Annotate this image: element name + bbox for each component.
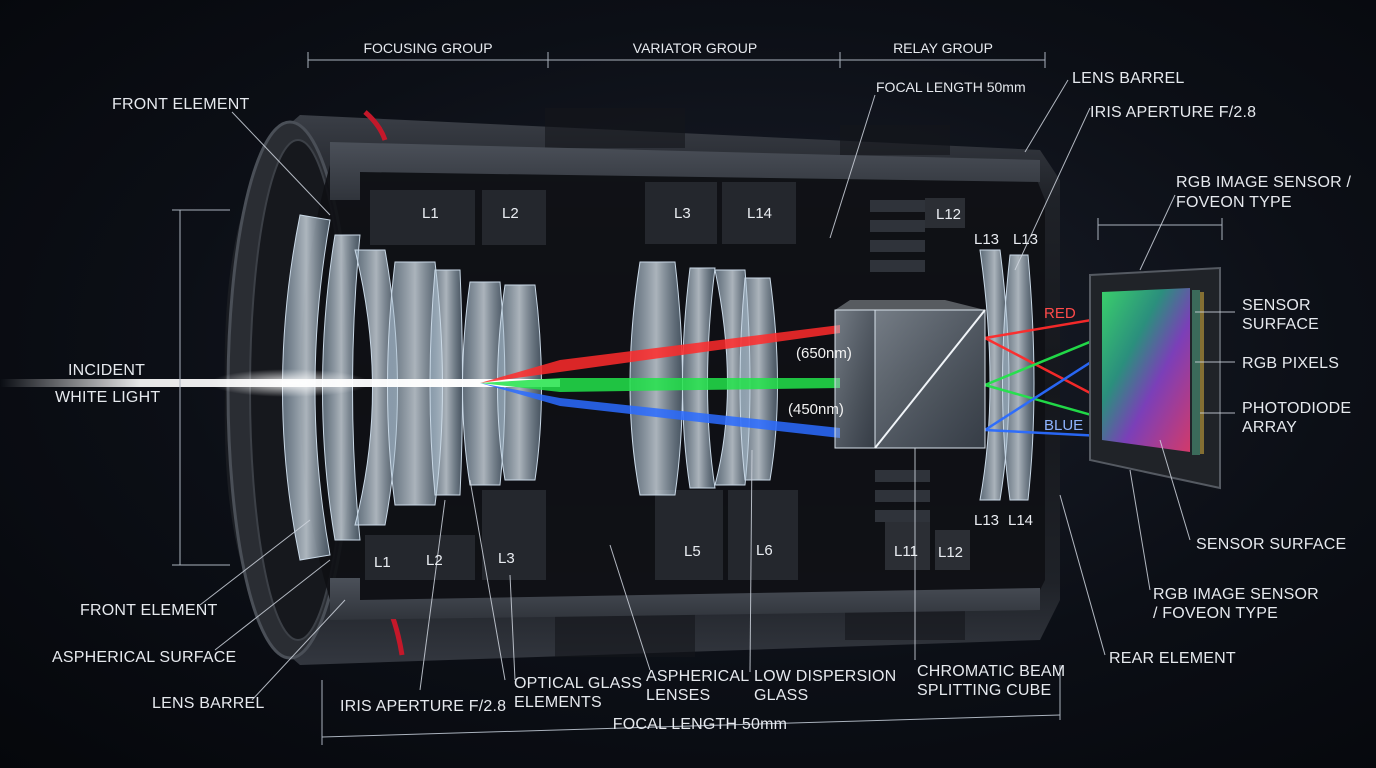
element-code: L2 <box>426 552 443 569</box>
rgb-sensor-bottom-label-2: / FOVEON TYPE <box>1153 605 1278 622</box>
bottom-labels: IRIS APERTURE F/2.8 OPTICAL GLASS ELEMEN… <box>340 663 1065 733</box>
light-beams <box>0 303 1181 442</box>
aspherical-surface-label: ASPHERICAL SURFACE <box>52 649 236 666</box>
group-labels: FOCUSING GROUP VARIATOR GROUP RELAY GROU… <box>363 40 992 56</box>
element-code: L13 <box>1013 231 1038 248</box>
optical-glass-label-1: OPTICAL GLASS <box>514 675 642 692</box>
aspherical-lenses-label-1: ASPHERICAL <box>646 668 749 685</box>
rear-element-label: REAR ELEMENT <box>1109 650 1236 667</box>
red-beam <box>480 325 840 383</box>
low-dispersion-label-1: LOW DISPERSION <box>754 668 896 685</box>
element-code: L12 <box>938 544 963 561</box>
iris-aperture-top-label: IRIS APERTURE F/2.8 <box>1090 104 1256 121</box>
rgb-sensor-bottom-label-1: RGB IMAGE SENSOR <box>1153 586 1319 603</box>
blue-label: BLUE <box>1044 417 1083 434</box>
white-light-label: WHITE LIGHT <box>55 389 160 406</box>
beam-labels: RED BLUE (650nm) (450nm) <box>788 305 1083 434</box>
focal-length-bottom-label: FOCAL LENGTH 50mm <box>613 716 787 733</box>
element-codes-bottom: L1 L2 L3 L5 L6 L11 L12 L13 L14 <box>374 512 1033 571</box>
element-code: L14 <box>1008 512 1033 529</box>
chromatic-cube-label-1: CHROMATIC BEAM <box>917 663 1065 680</box>
focusing-group-label: FOCUSING GROUP <box>363 40 492 56</box>
leader-lines <box>199 79 1235 701</box>
sensor-surface-label-2: SURFACE <box>1242 316 1319 333</box>
rgb-sensor-top-label-2: FOVEON TYPE <box>1176 194 1292 211</box>
variator-group-label: VARIATOR GROUP <box>633 40 757 56</box>
green-beam <box>480 378 840 392</box>
photodiode-label-2: ARRAY <box>1242 419 1297 436</box>
element-codes-top: L1 L2 L3 L14 L12 L13 L13 <box>422 205 1038 248</box>
red-label: RED <box>1044 305 1076 322</box>
relay-group-label: RELAY GROUP <box>893 40 993 56</box>
wavelength-450-label: (450nm) <box>788 401 844 418</box>
front-element-top-label: FRONT ELEMENT <box>112 96 249 113</box>
photodiode-label-1: PHOTODIODE <box>1242 400 1351 417</box>
element-code: L11 <box>894 543 918 560</box>
iris-aperture-bottom-label: IRIS APERTURE F/2.8 <box>340 698 506 715</box>
lens-barrel-bottom-label: LENS BARREL <box>152 695 264 712</box>
optical-glass-label-2: ELEMENTS <box>514 694 602 711</box>
front-element-bottom-label: FRONT ELEMENT <box>80 602 217 619</box>
rgb-sensor-top-label-1: RGB IMAGE SENSOR / <box>1176 174 1352 191</box>
element-code: L6 <box>756 542 773 559</box>
element-code: L5 <box>684 543 701 560</box>
dimension-lines <box>172 52 1223 745</box>
sensor-surface-label-1: SENSOR <box>1242 297 1311 314</box>
element-code: L14 <box>747 205 772 222</box>
element-code: L1 <box>374 554 391 571</box>
rgb-image-sensor <box>1089 266 1221 490</box>
element-code: L3 <box>498 550 515 567</box>
photodiode-strip <box>1192 290 1204 455</box>
element-code: L13 <box>974 512 999 529</box>
element-code: L13 <box>974 231 999 248</box>
left-labels: FRONT ELEMENT INCIDENT WHITE LIGHT FRONT… <box>52 96 264 712</box>
sensor-surface-bottom-label: SENSOR SURFACE <box>1196 536 1346 553</box>
incident-label: INCIDENT <box>68 362 145 379</box>
lens-barrel-top-label: LENS BARREL <box>1072 70 1184 87</box>
element-code: L12 <box>936 206 961 223</box>
rgb-pixels-label: RGB PIXELS <box>1242 355 1339 372</box>
aspherical-lenses-label-2: LENSES <box>646 687 710 704</box>
low-dispersion-label-2: GLASS <box>754 687 808 704</box>
beam-splitter-cube <box>834 300 986 449</box>
chromatic-cube-label-2: SPLITTING CUBE <box>917 682 1051 699</box>
focal-length-top-label: FOCAL LENGTH 50mm <box>876 79 1026 95</box>
wavelength-650-label: (650nm) <box>796 345 852 362</box>
right-labels: FOCAL LENGTH 50mm LENS BARREL IRIS APERT… <box>876 70 1352 667</box>
element-code: L3 <box>674 205 691 222</box>
blue-beam <box>480 383 840 438</box>
element-code: L2 <box>502 205 519 222</box>
element-code: L1 <box>422 205 439 222</box>
